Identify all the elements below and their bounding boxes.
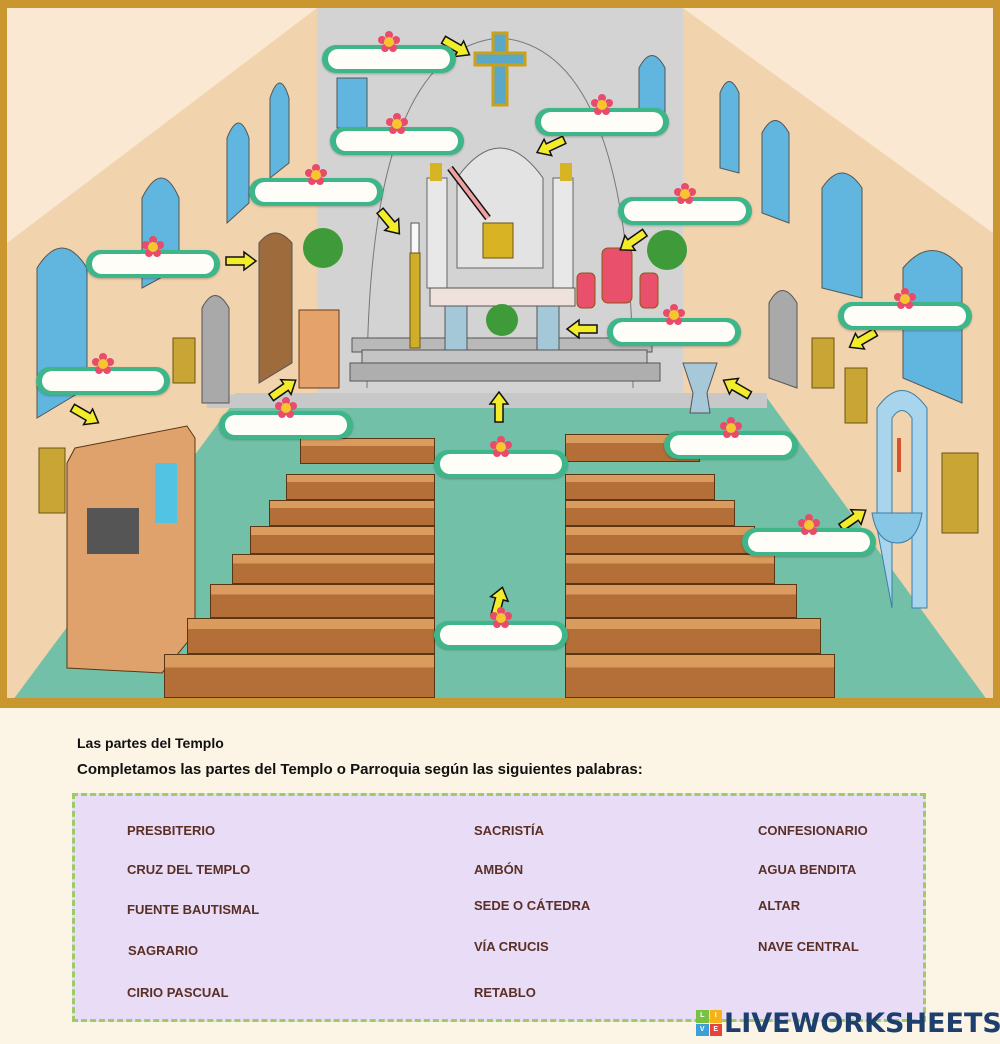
flower-icon (92, 353, 114, 374)
label-box-4 (249, 164, 383, 206)
answer-input-13[interactable] (748, 532, 870, 552)
answer-input-10[interactable] (225, 415, 347, 435)
word-bank-item: VÍA CRUCIS (474, 939, 549, 954)
flower-icon (386, 113, 408, 134)
flower-icon (305, 164, 327, 185)
answer-input-9[interactable] (42, 371, 164, 391)
word-bank: PRESBITERIO CRUZ DEL TEMPLO FUENTE BAUTI… (72, 793, 926, 1022)
flower-icon (490, 436, 512, 457)
pew-left (210, 584, 435, 618)
answer-input-14[interactable] (440, 625, 562, 645)
word-bank-item: CONFESIONARIO (758, 823, 868, 838)
pew-left (232, 554, 435, 584)
arrow-icon (372, 204, 408, 241)
label-box-8 (607, 304, 741, 346)
label-box-10 (219, 397, 353, 439)
pointer-arrows (67, 31, 881, 620)
answer-input-1[interactable] (328, 49, 450, 69)
church-illustration (0, 0, 1000, 708)
word-bank-item: AMBÓN (474, 862, 524, 877)
arrow-icon (67, 399, 104, 432)
label-box-1 (322, 31, 456, 73)
flower-icon (591, 94, 613, 115)
arrow-icon (532, 130, 569, 162)
confessional-art (66, 425, 196, 674)
word-bank-item: FUENTE BAUTISMAL (127, 902, 260, 917)
retablo-art (426, 147, 574, 289)
flower-icon (378, 31, 400, 52)
pew-left (164, 654, 435, 698)
label-box-6 (86, 236, 220, 278)
word-bank-item: SEDE O CÁTEDRA (474, 898, 591, 913)
word-bank-item: NAVE CENTRAL (758, 939, 859, 954)
answer-input-6[interactable] (92, 254, 214, 274)
word-bank-item: AGUA BENDITA (758, 862, 857, 877)
answer-input-5[interactable] (624, 201, 746, 221)
pew-left (250, 526, 435, 554)
flower-icon (490, 607, 512, 628)
pew-left (187, 618, 435, 654)
flower-icon (275, 397, 297, 418)
answer-input-12[interactable] (440, 454, 562, 474)
worksheet-title: Las partes del Templo (77, 735, 224, 751)
worksheet-instructions: Completamos las partes del Templo o Parr… (77, 761, 643, 778)
arrow-icon (614, 224, 651, 258)
arrow-icon (489, 391, 509, 423)
flower-icon (663, 304, 685, 325)
label-box-5 (618, 183, 752, 225)
word-bank-item: SAGRARIO (128, 943, 199, 958)
flower-icon (674, 183, 696, 204)
pew-right (565, 584, 797, 618)
label-box-7 (838, 288, 972, 330)
answer-input-7[interactable] (844, 306, 966, 326)
answer-input-8[interactable] (613, 322, 735, 342)
arrow-icon (566, 319, 598, 339)
flower-icon (894, 288, 916, 309)
word-bank-item: SACRISTÍA (474, 823, 545, 838)
logo-cube-icon: L I V E (696, 1010, 722, 1036)
flower-icon (142, 236, 164, 257)
answer-input-4[interactable] (255, 182, 377, 202)
label-box-2 (535, 94, 669, 136)
answer-input-2[interactable] (541, 112, 663, 132)
pew-left (269, 500, 435, 526)
label-box-13 (742, 514, 876, 556)
answer-input-3[interactable] (336, 131, 458, 151)
pew-right (565, 500, 735, 526)
word-bank-item: RETABLO (474, 985, 536, 1000)
answer-input-11[interactable] (670, 435, 792, 455)
flower-icon (720, 417, 742, 438)
pew-right (565, 618, 821, 654)
altar-art (429, 287, 576, 351)
word-bank-item: CIRIO PASCUAL (127, 985, 229, 1000)
label-box-9 (36, 353, 170, 395)
label-box-14 (434, 607, 568, 649)
pew-right (565, 554, 775, 584)
label-box-11 (664, 417, 798, 459)
pew-left (286, 474, 435, 500)
label-box-3 (330, 113, 464, 155)
word-bank-item: PRESBITERIO (127, 823, 216, 838)
pew-left (300, 438, 435, 464)
arrow-icon (225, 251, 257, 271)
logo-text: LIVEWORKSHEETS (724, 1007, 1000, 1039)
label-box-12 (434, 436, 568, 478)
word-bank-item: ALTAR (758, 898, 801, 913)
flower-icon (798, 514, 820, 535)
word-bank-item: CRUZ DEL TEMPLO (127, 862, 251, 877)
arrow-icon (718, 371, 755, 404)
cross-art (473, 31, 527, 107)
pew-right (565, 654, 835, 698)
pew-right (565, 474, 715, 500)
liveworksheets-logo[interactable]: L I V E LIVEWORKSHEETS (696, 1007, 1000, 1039)
